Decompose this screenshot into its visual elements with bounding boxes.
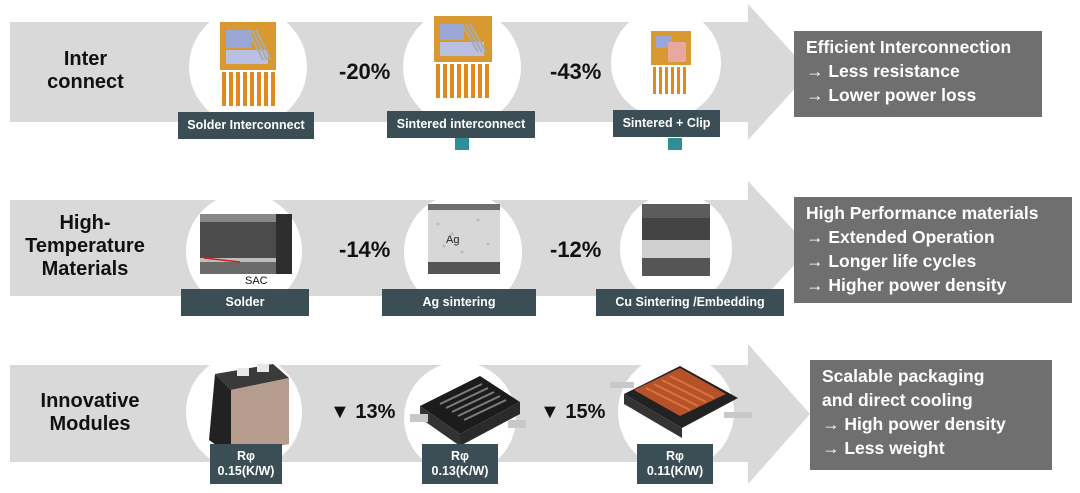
row-interconnect: Inter connect Solder Interconnect -20% S… (0, 0, 1080, 150)
cu-sintering-image (642, 204, 710, 276)
connector-stub (668, 138, 682, 150)
row-label: High- Temperature Materials (25, 212, 145, 280)
summary-box: Efficient Interconnection → Less resista… (794, 31, 1042, 117)
step-label: Cu Sintering /Embedding (596, 289, 784, 316)
step-label: Rφ 0.15(K/W) (210, 444, 282, 484)
row-high-temperature-materials: High- Temperature Materials SAC Solder -… (0, 176, 1080, 326)
module-image (610, 366, 752, 438)
change-percent: ▼ 13% (330, 401, 396, 423)
step-label: Ag sintering (382, 289, 536, 316)
step-label: Solder Interconnect (178, 112, 314, 139)
change-percent: -20% (339, 59, 391, 84)
image-caption: Ag (446, 234, 460, 246)
step-label: Solder (181, 289, 309, 316)
sintered-clip-image (651, 31, 691, 94)
connector-stub (455, 138, 469, 150)
module-image (410, 376, 526, 446)
module-image (209, 364, 289, 456)
row-innovative-modules: Innovative Modules Rφ 0.15(K/W) ▼ 13% Rφ… (0, 340, 1080, 493)
row-label: Innovative Modules (40, 390, 140, 435)
step-label: Sintered interconnect (387, 111, 535, 138)
summary-box: High Performance materials → Extended Op… (794, 197, 1072, 303)
ag-sintering-image (428, 204, 500, 274)
step-label: Rφ 0.13(K/W) (422, 444, 498, 484)
step-label: Sintered + Clip (613, 110, 720, 137)
change-percent: -14% (339, 237, 391, 262)
change-percent: -43% (550, 59, 602, 84)
sintered-interconnect-image (434, 16, 492, 98)
change-percent: ▼ 15% (540, 401, 606, 423)
change-percent: -12% (550, 237, 602, 262)
row-label: Inter connect (47, 48, 124, 93)
solder-interconnect-image (220, 22, 276, 106)
solder-cross-section-image (200, 214, 292, 274)
step-label: Rφ 0.11(K/W) (637, 444, 713, 484)
summary-box: Scalable packaging and direct cooling → … (810, 360, 1052, 470)
image-caption: SAC (245, 275, 268, 287)
